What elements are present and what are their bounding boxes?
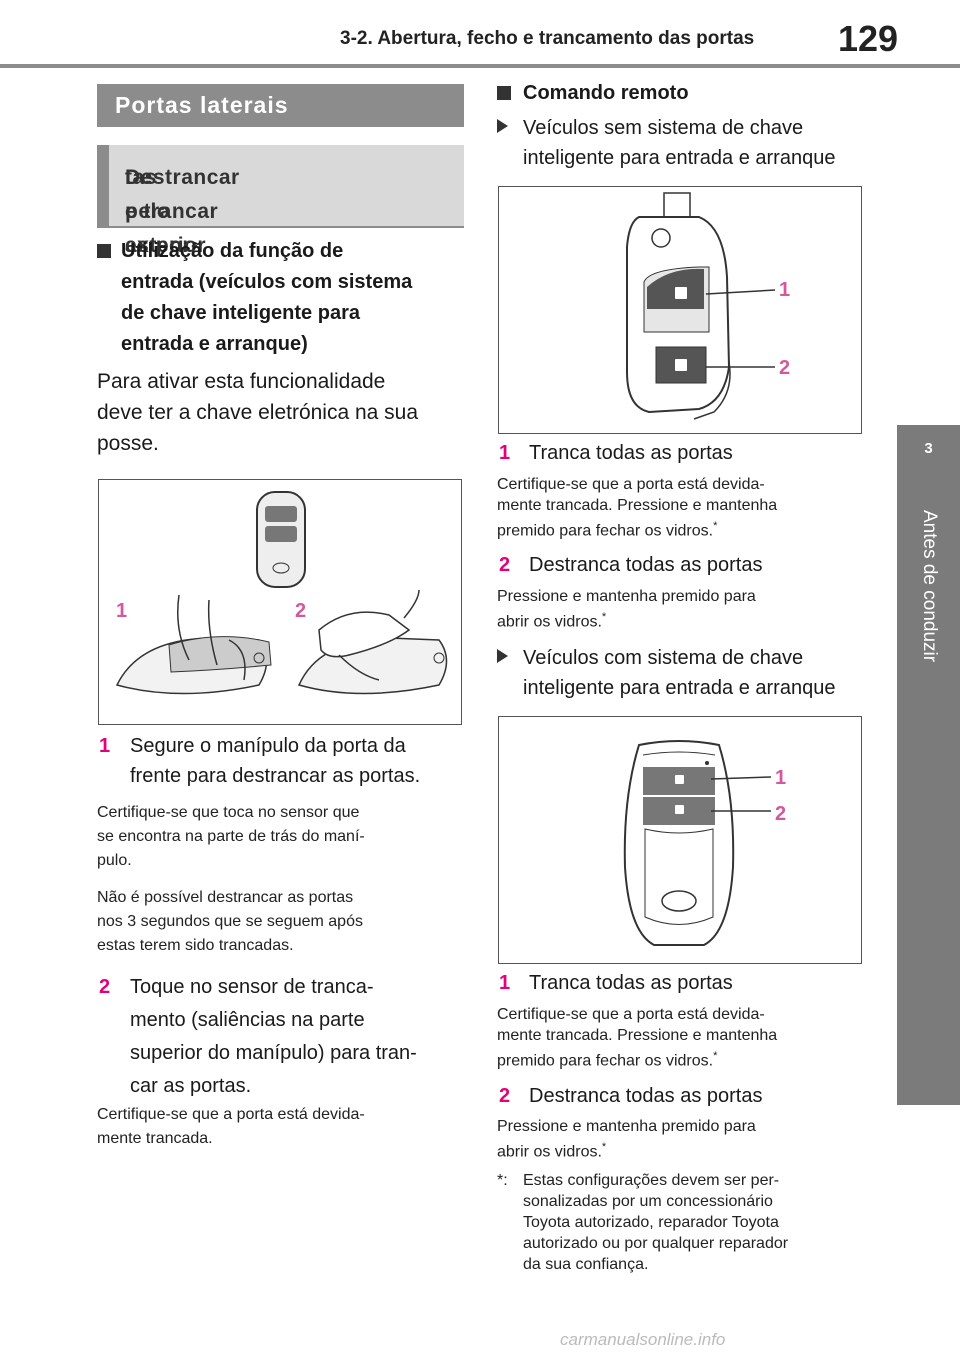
page-number: 129 <box>838 18 899 59</box>
subheading-smart-key: Veículos com sistema de chave inteligent… <box>497 643 867 703</box>
step-1-note-touch: Certifique-se que toca no sensor que se … <box>97 804 365 869</box>
remote-control-heading: Comando remoto <box>497 78 867 109</box>
fig1-label-2: 2 <box>779 357 791 379</box>
b-item-1-note: Certifique-se que a porta está devida- m… <box>497 1006 778 1070</box>
running-header-title: 3-2. Abertura, fecho e trancamento das p… <box>340 28 755 49</box>
triangle-bullet-icon <box>497 649 508 663</box>
b-item-2-note: Pressione e mantenha premido para abrir … <box>497 1118 756 1161</box>
watermark: carmanualsonline.info <box>560 1330 726 1349</box>
figure-label-2: 2 <box>295 600 307 622</box>
a-item-1: 1 Tranca todas as portas <box>499 442 733 464</box>
subsection-title: Destrancar e trancar as por-tas pelo ext… <box>97 145 464 257</box>
step-number-2: 2 <box>99 976 111 998</box>
step-1-note-delay: Não é possível destrancar as portas nos … <box>97 889 363 954</box>
footnote: *: Estas configurações devem ser per- so… <box>497 1172 789 1273</box>
intro-paragraph: Para ativar esta funcionalidade deve ter… <box>97 370 419 455</box>
entry-function-heading: Utilização da função de entrada (veículo… <box>97 236 467 360</box>
triangle-bullet-icon <box>497 119 508 133</box>
square-bullet-icon <box>497 86 511 100</box>
step-number-1: 1 <box>99 735 111 757</box>
flip-key-illustration <box>626 192 776 420</box>
smart-key-illustration <box>623 740 772 946</box>
b-item-1: 1 Tranca todas as portas <box>499 972 733 994</box>
step-2-note: Certifique-se que a porta está devida- m… <box>97 1106 365 1147</box>
b-item-2: 2 Destranca todas as portas <box>499 1085 763 1107</box>
flip-key-figure: 1 2 <box>498 186 862 434</box>
chapter-label: Antes de conduzir <box>918 510 940 663</box>
a-item-2-note: Pressione e mantenha premido para abrir … <box>497 588 756 631</box>
a-item-2: 2 Destranca todas as portas <box>499 554 763 576</box>
step-1: 1 Segure o manípulo da porta da frente p… <box>97 731 467 791</box>
chapter-side-tab <box>897 425 960 1105</box>
subheading-no-smart-key: Veículos sem sistema de chave inteligent… <box>497 113 867 173</box>
door-handle-figure: 1 2 <box>98 479 462 725</box>
step-2: 2 Toque no sensor de tranca- mento (sali… <box>97 971 467 1103</box>
fig1-label-1: 1 <box>779 279 791 301</box>
chapter-number: 3 <box>924 440 933 457</box>
figure-label-1: 1 <box>116 600 128 622</box>
fig2-label-1: 1 <box>775 767 787 789</box>
smart-key-figure: 1 2 <box>498 716 862 964</box>
section-title: Portas laterais <box>97 84 464 127</box>
square-bullet-icon <box>97 244 111 258</box>
fig2-label-2: 2 <box>775 803 787 825</box>
door-handle-illustration <box>115 491 448 695</box>
header-rule <box>0 64 960 68</box>
a-item-1-note: Certifique-se que a porta está devida- m… <box>497 476 778 540</box>
